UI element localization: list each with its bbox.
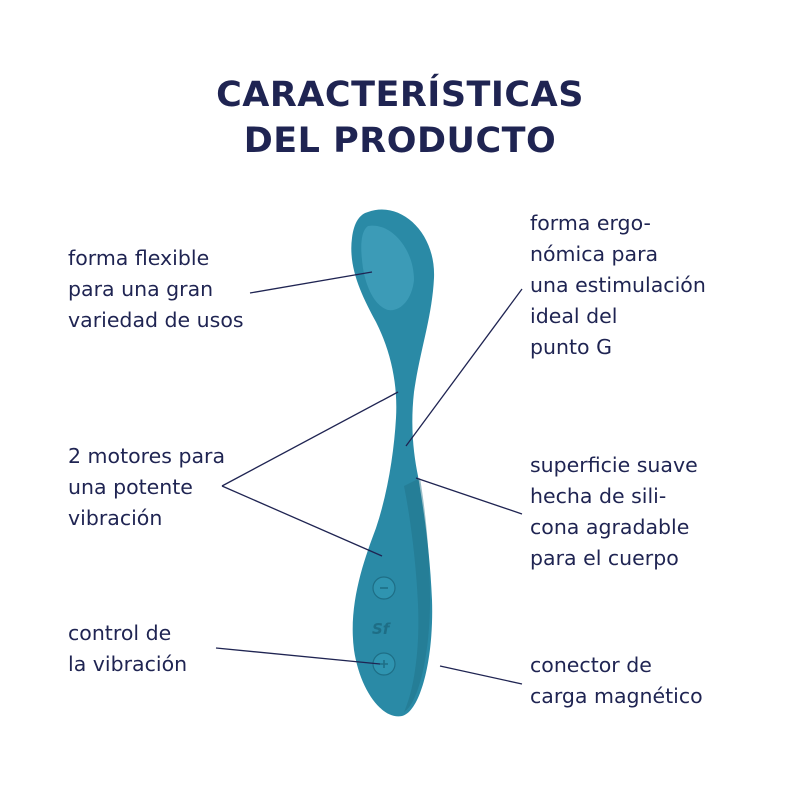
callout-line: ideal del [530, 304, 618, 328]
callout-line: para una gran [68, 277, 214, 301]
product-illustration: Sf [351, 209, 435, 717]
callout-line: una estimulación [530, 273, 706, 297]
line-motors-lower [221, 485, 383, 557]
callout-flexible: forma flexible para una gran variedad de… [68, 243, 244, 336]
title-line-2: DEL PRODUCTO [243, 121, 557, 161]
line-flexible [249, 271, 373, 294]
callout-lines [215, 271, 523, 685]
callout-line: hecha de sili- [530, 484, 667, 508]
callout-line: vibración [68, 506, 163, 530]
callout-line: para el cuerpo [530, 546, 679, 570]
line-surface [415, 477, 523, 515]
product-shade [404, 478, 430, 712]
callout-line: forma flexible [68, 246, 210, 270]
page-title: CARACTERÍSTICAS DEL PRODUCTO [0, 72, 800, 164]
callout-line: punto G [530, 335, 612, 359]
callout-line: carga magnético [530, 684, 703, 708]
callout-surface: superficie suave hecha de sili- cona agr… [530, 450, 698, 574]
callout-line: forma ergo- [530, 211, 651, 235]
callout-line: nómica para [530, 242, 659, 266]
line-motors-upper [221, 391, 399, 487]
callout-line: la vibración [68, 652, 188, 676]
plus-icon [380, 660, 388, 668]
product-body [351, 209, 435, 717]
callout-line: 2 motores para [68, 444, 226, 468]
product-highlight [361, 225, 414, 311]
callout-motors: 2 motores para una potente vibración [68, 441, 225, 534]
line-control [215, 647, 381, 665]
brand-logo: Sf [372, 620, 392, 638]
callout-ergonomic: forma ergo- nómica para una estimulación… [530, 208, 706, 363]
callout-line: control de [68, 621, 172, 645]
callout-charger: conector de carga magnético [530, 650, 703, 712]
callout-line: variedad de usos [68, 308, 244, 332]
callout-line: una potente [68, 475, 193, 499]
callout-line: conector de [530, 653, 652, 677]
line-ergonomic [405, 288, 523, 447]
line-charger [439, 665, 523, 685]
callout-line: cona agradable [530, 515, 690, 539]
callout-control: control de la vibración [68, 618, 187, 680]
callout-line: superficie suave [530, 453, 698, 477]
title-line-1: CARACTERÍSTICAS [216, 75, 584, 115]
